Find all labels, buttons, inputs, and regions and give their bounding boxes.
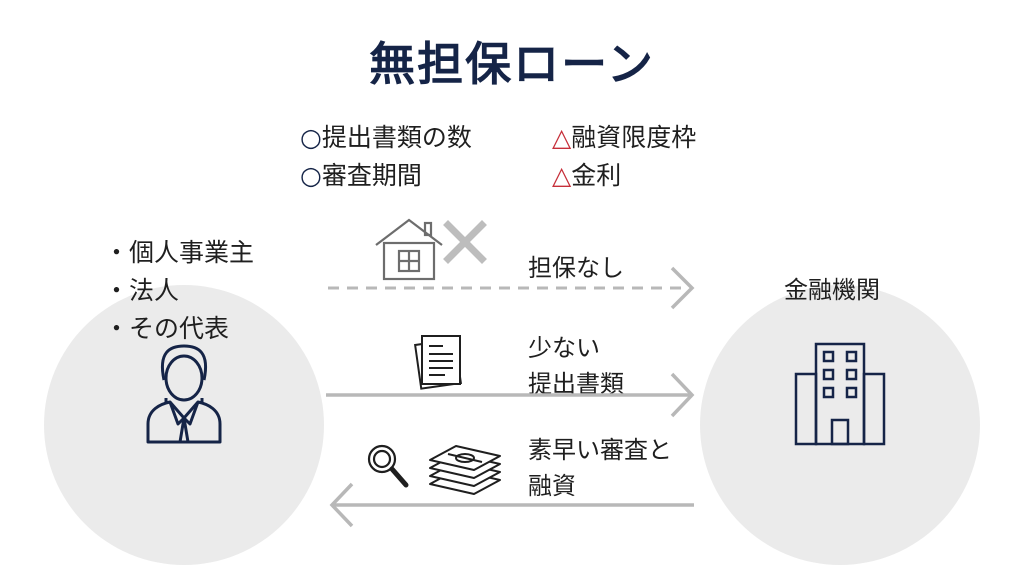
merit-item: ○審査期間: [300, 156, 422, 192]
flow-label-fast-2: 融資: [528, 472, 576, 500]
building-icon: [794, 342, 886, 446]
demerit-item: △融資限度枠: [552, 118, 696, 154]
bullet: ・: [104, 276, 130, 305]
borrower-type: ・その代表: [104, 310, 229, 348]
borrower-type-label: その代表: [129, 314, 230, 343]
merit-item: ○提出書類の数: [300, 118, 472, 154]
businessman-icon: [146, 344, 222, 444]
demerit-text: 金利: [571, 161, 622, 190]
lender-circle: [700, 285, 980, 565]
house-icon: [375, 218, 443, 281]
cross-icon: [443, 220, 487, 264]
demerit-mark: △: [552, 123, 572, 152]
merit-mark: ○: [300, 161, 322, 190]
page-title: 無担保ローン: [369, 37, 655, 91]
bullet: ・: [104, 238, 130, 267]
lender-label: 金融機関: [784, 276, 880, 304]
demerit-item: △金利: [552, 156, 621, 192]
borrower-type: ・個人事業主: [104, 234, 254, 272]
demerit-mark: △: [552, 161, 572, 190]
document-icon: [414, 335, 462, 390]
flow-label-few-docs-1: 少ない: [528, 334, 600, 362]
merit-text: 審査期間: [321, 161, 422, 190]
borrower-type-label: 法人: [129, 276, 180, 305]
solid-arrow-left: [329, 482, 694, 528]
magnifier-icon: [367, 444, 409, 488]
bullet: ・: [104, 314, 130, 343]
money-stack-icon: [429, 445, 501, 495]
borrower-type: ・法人: [104, 272, 179, 310]
flow-label-fast-1: 素早い審査と: [528, 436, 672, 464]
flow-label-no-collateral: 担保なし: [528, 254, 624, 282]
merit-mark: ○: [300, 123, 322, 152]
demerit-text: 融資限度枠: [571, 123, 697, 152]
dashed-arrow: [328, 266, 695, 310]
merit-text: 提出書類の数: [321, 123, 472, 152]
solid-arrow-right: [326, 372, 695, 418]
borrower-type-label: 個人事業主: [129, 238, 255, 267]
